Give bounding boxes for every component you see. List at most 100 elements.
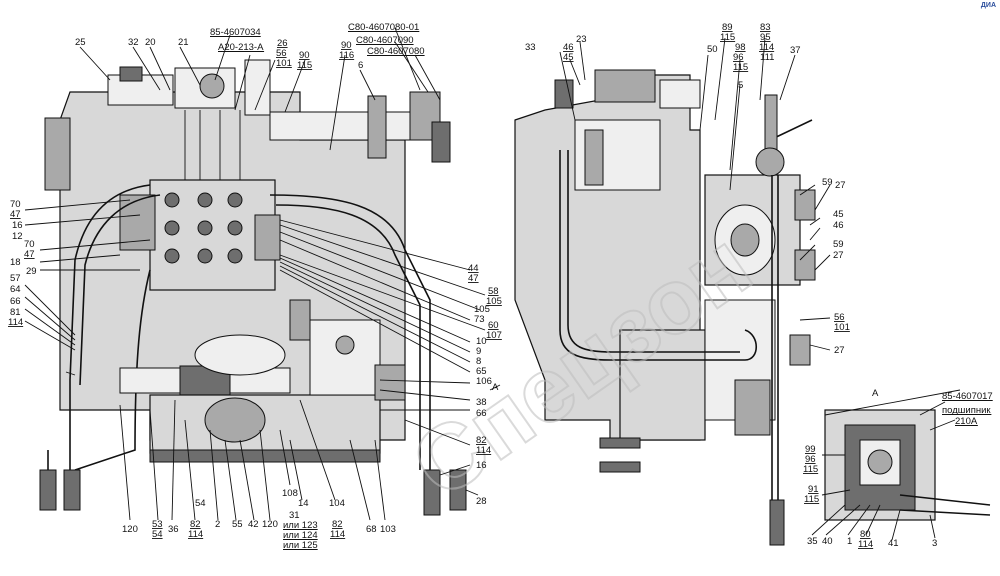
callout-c55: 55: [232, 519, 243, 530]
callout-c2: 2: [215, 519, 220, 530]
callout-c53: 53: [152, 519, 163, 530]
callout-c114a: 114: [759, 42, 774, 53]
callout-c96b: 96: [805, 454, 816, 465]
callout-c105b: 105: [474, 304, 490, 315]
callout-c46b: 46: [833, 220, 844, 231]
callout-cili124: или 124: [283, 530, 318, 541]
callout-c104: 104: [329, 498, 345, 509]
callout-c98: 98: [735, 42, 746, 53]
callout-c38: 38: [476, 397, 487, 408]
callout-c12: 12: [12, 231, 23, 242]
callout-c82a: 82: [476, 435, 487, 446]
callout-c9: 9: [476, 346, 481, 357]
callout-c85_4607034: 85-4607034: [210, 27, 261, 38]
callout-c40: 40: [822, 536, 833, 547]
callout-c95: 95: [760, 32, 771, 43]
leader-lines: [24, 27, 956, 541]
callout-c68: 68: [366, 524, 377, 535]
callout-c80: 80: [860, 529, 871, 540]
callout-c82c: 82: [332, 519, 343, 530]
callout-c96a: 96: [733, 52, 744, 63]
callout-c47a: 47: [10, 209, 21, 220]
callout-cA1: А: [492, 382, 499, 393]
callout-c16a: 16: [12, 220, 23, 231]
callout-cA2: А: [872, 388, 879, 399]
callout-c3: 3: [932, 538, 937, 549]
callout-c114b: 114: [8, 317, 23, 328]
callout-c31: 31: [289, 510, 300, 521]
callout-c90b: 90: [341, 40, 352, 51]
callout-c83: 83: [760, 22, 771, 33]
callout-c115d: 115: [803, 464, 818, 475]
callout-c27a: 27: [835, 180, 846, 191]
callout-c8: 8: [476, 356, 481, 367]
callout-c64: 64: [10, 284, 21, 295]
callout-c1: 1: [847, 536, 852, 547]
callout-c108: 108: [282, 488, 298, 499]
callout-c82b: 82: [190, 519, 201, 530]
callout-cC80_090: С80-4607090: [356, 35, 414, 46]
callout-c116: 116: [339, 50, 354, 61]
callout-c103: 103: [380, 524, 396, 535]
callout-c18: 18: [10, 257, 21, 268]
callout-c115c: 115: [733, 62, 748, 73]
callout-c35: 35: [807, 536, 818, 547]
callout-c45b: 45: [833, 209, 844, 220]
callout-c10: 10: [476, 336, 487, 347]
callout-c36: 36: [168, 524, 179, 535]
callout-cpod: подшипник: [942, 405, 991, 416]
callout-c59a: 59: [822, 177, 833, 188]
callout-c26: 26: [277, 38, 288, 49]
callout-c29: 29: [26, 266, 37, 277]
callout-c210A: 210А: [955, 416, 978, 427]
callout-c47c: 47: [468, 273, 479, 284]
callout-c27b: 27: [833, 250, 844, 261]
callout-cC80_01: С80-4607080-01: [348, 22, 419, 33]
callout-c16b: 16: [476, 460, 487, 471]
callout-c90a: 90: [299, 50, 310, 61]
callout-c114d: 114: [858, 539, 873, 550]
callout-cili123: или 123: [283, 520, 318, 531]
callout-c114f: 114: [330, 529, 345, 540]
callout-c54a: 54: [152, 529, 163, 540]
callout-c5: 5: [738, 80, 743, 91]
callout-c107: 107: [486, 330, 502, 341]
callout-c85_4607017: 85-4607017: [942, 391, 993, 402]
callout-c21: 21: [178, 37, 189, 48]
callout-c50: 50: [707, 44, 718, 55]
callout-c45a: 45: [563, 52, 574, 63]
callout-c81: 81: [10, 307, 21, 318]
callout-cA20: А20-213-А: [218, 42, 264, 53]
callout-c23: 23: [576, 34, 587, 45]
callout-c65: 65: [476, 366, 487, 377]
callout-c37: 37: [790, 45, 801, 56]
callout-c27c: 27: [834, 345, 845, 356]
callout-c120b: 120: [262, 519, 278, 530]
callout-c105a: 105: [486, 296, 502, 307]
callout-c33: 33: [525, 42, 536, 53]
callout-c14: 14: [298, 498, 309, 509]
callout-c70a: 70: [10, 199, 21, 210]
callout-c60: 60: [488, 320, 499, 331]
callout-c115a: 115: [297, 60, 312, 71]
callout-c58: 58: [488, 286, 499, 297]
callout-c46a: 46: [563, 42, 574, 53]
callout-c32: 32: [128, 37, 139, 48]
callout-c114e: 114: [188, 529, 203, 540]
callout-c111: 111: [760, 52, 774, 63]
right-view: [514, 69, 816, 546]
callout-c120a: 120: [122, 524, 138, 535]
callout-c44: 44: [468, 263, 479, 274]
callout-c99: 99: [805, 444, 816, 455]
callout-c114c: 114: [476, 445, 491, 456]
callout-c101b: 101: [834, 322, 850, 333]
callout-c115e: 115: [804, 494, 819, 505]
callout-c54b: 54: [195, 498, 206, 509]
callout-c25: 25: [75, 37, 86, 48]
site-logo: ДИА: [980, 2, 996, 9]
callout-c70b: 70: [24, 239, 35, 250]
callout-c91: 91: [808, 484, 819, 495]
callout-c66a: 66: [10, 296, 21, 307]
